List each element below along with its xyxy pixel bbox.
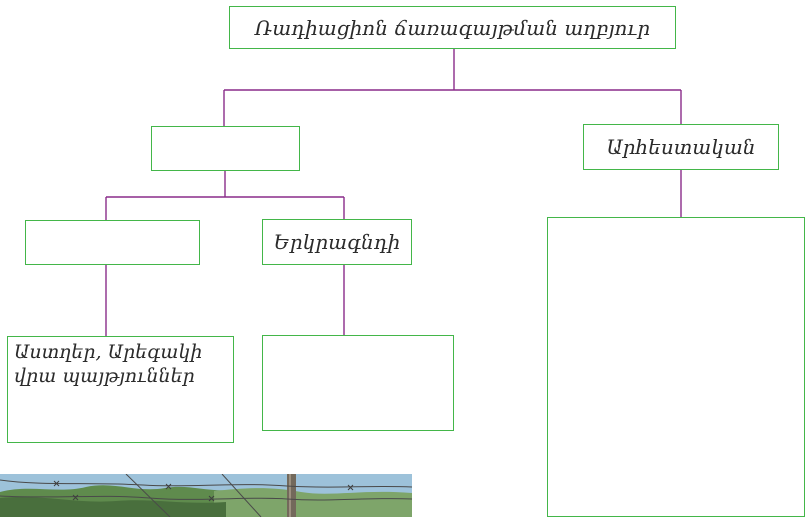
- artificial-source-label: Արհեստական: [606, 135, 756, 159]
- root-source-label: Ռադիացիոն ճառագայթման աղբյուր: [254, 15, 651, 40]
- earth-example-box: [262, 335, 454, 431]
- space-example-line-1: Աստղեր, Արեգակի: [14, 341, 203, 363]
- root-source-box: Ռադիացիոն ճառագայթման աղբյուր: [229, 6, 676, 49]
- space-source-box: [25, 220, 200, 265]
- space-example-line-2: վրա պայթյուններ: [14, 365, 195, 387]
- earth-source-label: Երկրագնդի: [273, 230, 401, 254]
- space-example-box: Աստղեր, Արեգակի վրա պայթյուններ: [7, 336, 234, 443]
- barbed-wire-photo-drawing: [0, 474, 412, 517]
- earth-source-box: Երկրագնդի: [262, 219, 412, 265]
- natural-source-box: [151, 126, 300, 171]
- artificial-source-box: Արհեստական: [583, 124, 779, 170]
- artificial-example-box: [547, 217, 805, 517]
- barbed-wire-photo: [0, 474, 412, 517]
